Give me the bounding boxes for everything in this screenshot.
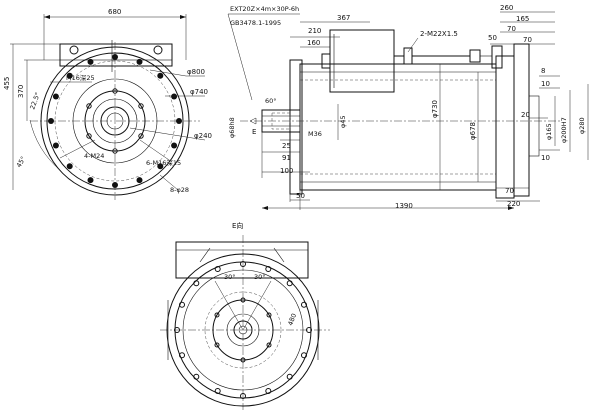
- dia-165-label: φ165: [545, 123, 553, 140]
- label-e: E: [252, 128, 256, 136]
- dia-740-label: φ740: [190, 88, 208, 96]
- spline-std-label: GB3478.1-1995: [230, 19, 281, 27]
- dim-160-label: 160: [307, 39, 320, 47]
- side-view: EXT20Z×4m×30P-6h GB3478.1-1995 367 210 1…: [227, 4, 589, 210]
- dim-680-label: 680: [108, 8, 121, 16]
- bolt-holes-outer: [48, 54, 182, 188]
- e-view-title: E向: [232, 221, 243, 230]
- dim-480-label: 480: [286, 312, 298, 326]
- spline-spec-label: EXT20Z×4m×30P-6h: [230, 5, 299, 13]
- dim-91-label: 91: [282, 154, 291, 162]
- angle-30-left-label: 30°: [224, 273, 236, 281]
- dim-370-label: 370: [17, 85, 25, 98]
- e-view-bolt-holes: [174, 261, 312, 399]
- left-end-view: 680 455 370 22.5° 45°: [3, 8, 212, 200]
- dim-70-top-label: 70: [507, 25, 516, 33]
- dim-260-label: 260: [500, 4, 513, 12]
- bottom-e-view: E向: [160, 221, 330, 410]
- holes-8d28-label: 8-φ28: [170, 186, 189, 194]
- dia-200h7-label: φ200H7: [560, 117, 568, 143]
- angle-30-right-label: 30°: [254, 273, 266, 281]
- holes-4m24-label: 4-M24: [84, 152, 104, 160]
- dia-678-label: φ678: [469, 122, 477, 140]
- m36-label: M36: [308, 130, 322, 138]
- dia-800-label: φ800: [187, 68, 205, 76]
- angle-45-label: 45°: [15, 155, 28, 169]
- dim-10-top-label: 10: [541, 80, 550, 88]
- hole-m16-label: M16深25: [66, 73, 95, 82]
- dim-210-label: 210: [308, 27, 321, 35]
- dim-50-label: 50: [488, 34, 497, 42]
- dia-280-label: φ280: [578, 117, 586, 134]
- thread-label: 2-M22X1.5: [420, 30, 458, 38]
- dim-8-label: 8: [541, 67, 545, 75]
- holes-6m16-label: 6-M16深15: [146, 158, 181, 167]
- dia-730-label: φ730: [431, 100, 439, 118]
- dim-20-label: 20: [521, 111, 530, 119]
- dim-455-label: 455: [3, 77, 11, 90]
- dim-1390-label: 1390: [395, 202, 413, 210]
- dim-100-label: 100: [280, 167, 293, 175]
- dim-10-bottom-label: 10: [541, 154, 550, 162]
- dim-25-label: 25: [282, 142, 291, 150]
- dia-240-label: φ240: [194, 132, 212, 140]
- dim-367-label: 367: [337, 14, 350, 22]
- dim-165-label: 165: [516, 15, 529, 23]
- bolt-holes-inner: [86, 88, 144, 154]
- angle-60-label: 60°: [265, 97, 277, 105]
- dim-50-bottom-label: 50: [296, 192, 305, 200]
- dim-220-label: 220: [507, 200, 520, 208]
- dim-70-mid-label: 70: [523, 36, 532, 44]
- dim-70-bottom-label: 70: [505, 187, 514, 195]
- angle-22-5-label: 22.5°: [28, 91, 42, 110]
- dia-68h8-label: φ68h8: [228, 117, 236, 138]
- dia-45-label: φ45: [339, 115, 347, 128]
